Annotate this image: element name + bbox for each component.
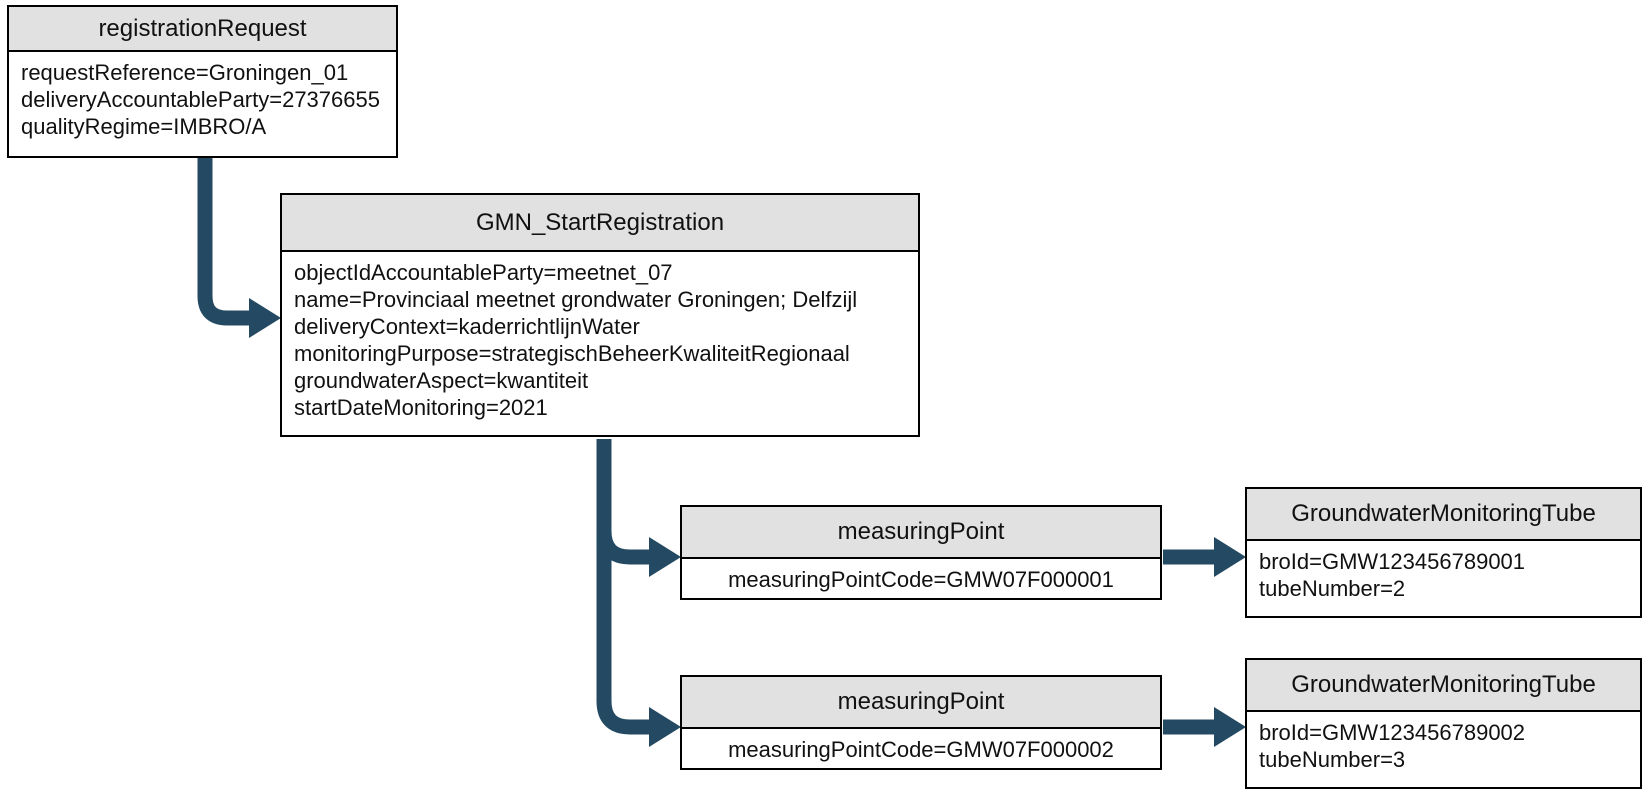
attribute-line: name=Provinciaal meetnet grondwater Gron… xyxy=(294,287,858,312)
node-registration-request-attributes: requestReference=Groningen_01 deliveryAc… xyxy=(9,52,396,140)
arrowhead-to-tube1 xyxy=(1214,537,1246,577)
node-groundwater-monitoring-tube-2-title: GroundwaterMonitoringTube xyxy=(1247,660,1640,712)
node-measuring-point-2-title: measuringPoint xyxy=(682,677,1160,729)
node-gmn-start-registration-title: GMN_StartRegistration xyxy=(282,195,918,252)
arrow-gmn-branch-to-measuringpoint1 xyxy=(596,505,652,565)
attribute-line: deliveryContext=kaderrichtlijnWater xyxy=(294,314,640,339)
attribute-line: tubeNumber=3 xyxy=(1259,747,1406,772)
attribute-line: broId=GMW123456789001 xyxy=(1259,549,1526,574)
node-groundwater-monitoring-tube-1-attributes: broId=GMW123456789001 tubeNumber=2 xyxy=(1247,541,1640,602)
arrow-registration-to-gmn xyxy=(197,158,252,326)
node-gmn-start-registration-attributes: objectIdAccountableParty=meetnet_07 name… xyxy=(282,252,918,421)
node-groundwater-monitoring-tube-1-title: GroundwaterMonitoringTube xyxy=(1247,489,1640,541)
node-registration-request: registrationRequest requestReference=Gro… xyxy=(7,5,398,158)
node-measuring-point-1-title: measuringPoint xyxy=(682,507,1160,559)
arrowhead-to-tube2 xyxy=(1214,707,1246,747)
arrowhead-to-gmn xyxy=(249,298,281,338)
attribute-line: measuringPointCode=GMW07F000002 xyxy=(728,737,1114,762)
arrow-gmn-trunk-to-measuringpoint2 xyxy=(596,439,652,735)
attribute-line: deliveryAccountableParty=27376655 xyxy=(21,87,380,112)
attribute-line: broId=GMW123456789002 xyxy=(1259,720,1526,745)
node-measuring-point-2-attributes: measuringPointCode=GMW07F000002 xyxy=(682,729,1160,763)
node-groundwater-monitoring-tube-1: GroundwaterMonitoringTube broId=GMW12345… xyxy=(1245,487,1642,618)
attribute-line: qualityRegime=IMBRO/A xyxy=(21,114,267,139)
attribute-line: groundwaterAspect=kwantiteit xyxy=(294,368,589,393)
arrowhead-to-measuringpoint1 xyxy=(649,537,681,577)
node-measuring-point-1: measuringPoint measuringPointCode=GMW07F… xyxy=(680,505,1162,600)
node-measuring-point-2: measuringPoint measuringPointCode=GMW07F… xyxy=(680,675,1162,770)
attribute-line: objectIdAccountableParty=meetnet_07 xyxy=(294,260,673,285)
node-registration-request-title: registrationRequest xyxy=(9,7,396,52)
node-gmn-start-registration: GMN_StartRegistration objectIdAccountabl… xyxy=(280,193,920,437)
attribute-line: monitoringPurpose=strategischBeheerKwali… xyxy=(294,341,850,366)
arrowhead-to-measuringpoint2 xyxy=(649,707,681,747)
attribute-line: measuringPointCode=GMW07F000001 xyxy=(728,567,1114,592)
node-measuring-point-1-attributes: measuringPointCode=GMW07F000001 xyxy=(682,559,1160,593)
node-groundwater-monitoring-tube-2-attributes: broId=GMW123456789002 tubeNumber=3 xyxy=(1247,712,1640,773)
node-groundwater-monitoring-tube-2: GroundwaterMonitoringTube broId=GMW12345… xyxy=(1245,658,1642,789)
attribute-line: startDateMonitoring=2021 xyxy=(294,395,548,420)
attribute-line: tubeNumber=2 xyxy=(1259,576,1406,601)
attribute-line: requestReference=Groningen_01 xyxy=(21,60,349,85)
